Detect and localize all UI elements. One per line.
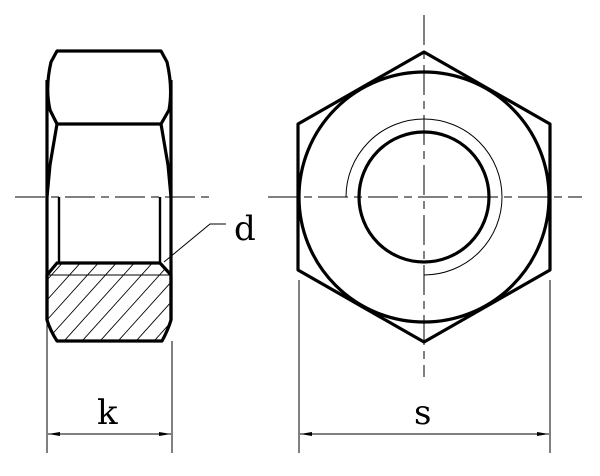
section-hatching [47, 263, 171, 341]
side-view-upper-outline [46, 49, 173, 126]
thread-leader-line [163, 223, 226, 263]
front-view: s [268, 15, 582, 453]
thread-arc [345, 118, 503, 276]
thread-diameter-label: d [234, 209, 256, 249]
height-label: k [97, 393, 118, 433]
section-outline [45, 261, 173, 343]
width-across-flats-label: s [414, 393, 431, 433]
side-view: d k [15, 49, 256, 453]
